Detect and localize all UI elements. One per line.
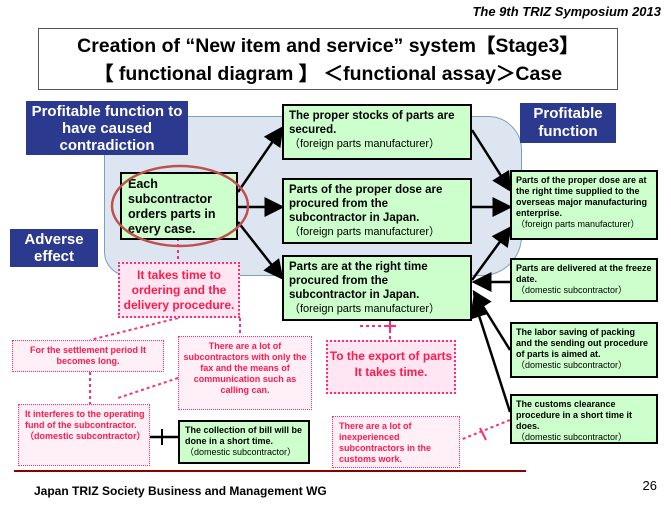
node-labor-saving-text: The labor saving of packing and the send… xyxy=(516,327,649,359)
footer-divider xyxy=(14,470,526,472)
arrow-stocks-to-supplied xyxy=(470,129,512,193)
node-freeze-date-text: Parts are delivered at the freeze date. xyxy=(516,263,652,284)
node-labor-saving-note: （domestic subcontractor） xyxy=(516,360,628,370)
node-proper-dose: Parts of the proper dose are procured fr… xyxy=(282,178,472,244)
node-right-time: Parts are at the right time procured fro… xyxy=(282,255,472,321)
slide-title: Creation of “New item and service” syste… xyxy=(38,28,618,90)
title-line-2: 【 functional diagram 】 ＜functional assay… xyxy=(93,63,563,85)
title-line-1: Creation of “New item and service” syste… xyxy=(77,35,579,57)
dashed-customs-to-inexperienced xyxy=(459,419,511,441)
node-each-subcontractor: Each subcontractor orders parts in every… xyxy=(120,172,238,240)
node-proper-stocks: The proper stocks of parts are secured. … xyxy=(282,104,472,160)
node-bill: The collection of bill will be done in a… xyxy=(178,420,310,464)
adverse-inexperienced: There are a lot of inexperienced subcont… xyxy=(332,416,460,468)
node-right-time-note: （foreign parts manufacturer） xyxy=(289,303,441,315)
node-bill-text: The collection of bill will be done in a… xyxy=(185,425,303,446)
arrow-customs-to-righttime xyxy=(469,297,512,413)
arrow-righttime-to-supplied xyxy=(470,225,512,281)
adverse-takes-time-ordering: It takes time to ordering and the delive… xyxy=(118,262,240,318)
dashed-fax-to-bill xyxy=(117,377,179,399)
node-right-time-supplied: Parts of the proper dose are at the righ… xyxy=(510,170,658,240)
node-proper-dose-text: Parts of the proper dose are procured fr… xyxy=(289,184,443,224)
highlight-ellipse xyxy=(110,164,250,248)
adverse-fax: There are a lot of subcontractors with o… xyxy=(178,336,312,410)
node-proper-stocks-note: （foreign parts manufacturer） xyxy=(289,138,441,150)
symposium-header: The 9th TRIZ Symposium 2013 xyxy=(472,4,661,19)
adverse-export: To the export of parts It takes time. xyxy=(326,340,456,394)
footer-org: Japan TRIZ Society Business and Manageme… xyxy=(34,484,327,498)
adverse-settlement: For the settlement period It becomes lon… xyxy=(12,340,164,372)
node-labor-saving: The labor saving of packing and the send… xyxy=(510,322,658,378)
label-profitable-contradiction: Profitable function to have caused contr… xyxy=(26,101,188,155)
dashed-takestime-to-settlement xyxy=(89,317,179,341)
node-proper-dose-note: （foreign parts manufacturer） xyxy=(289,226,441,238)
node-customs-text: The customs clearance procedure in a sho… xyxy=(516,399,633,431)
node-right-time-supplied-note: （foreign parts manufacturer） xyxy=(516,219,640,229)
adverse-interferes: It interferes to the operating fund of t… xyxy=(18,404,150,466)
node-freeze-date: Parts are delivered at the freeze date. … xyxy=(510,258,658,302)
node-bill-note: （domestic subcontractor） xyxy=(185,447,297,457)
node-right-time-text: Parts are at the right time procured fro… xyxy=(289,261,428,301)
node-freeze-date-note: （domestic subcontractor） xyxy=(516,285,628,295)
arrow-order-to-stocks xyxy=(236,125,284,193)
arrow-order-to-righttime xyxy=(237,221,284,280)
arrow-labor-to-righttime xyxy=(472,289,512,351)
node-customs: The customs clearance procedure in a sho… xyxy=(510,394,658,444)
label-profitable-function: Profitable function xyxy=(520,103,616,143)
label-adverse-effect: Adverse effect xyxy=(10,229,98,267)
node-right-time-supplied-text: Parts of the proper dose are at the righ… xyxy=(516,175,648,218)
node-customs-note: （domestic subcontractor） xyxy=(516,432,628,442)
page-number: 26 xyxy=(642,478,657,493)
node-proper-stocks-text: The proper stocks of parts are secured. xyxy=(289,110,455,136)
